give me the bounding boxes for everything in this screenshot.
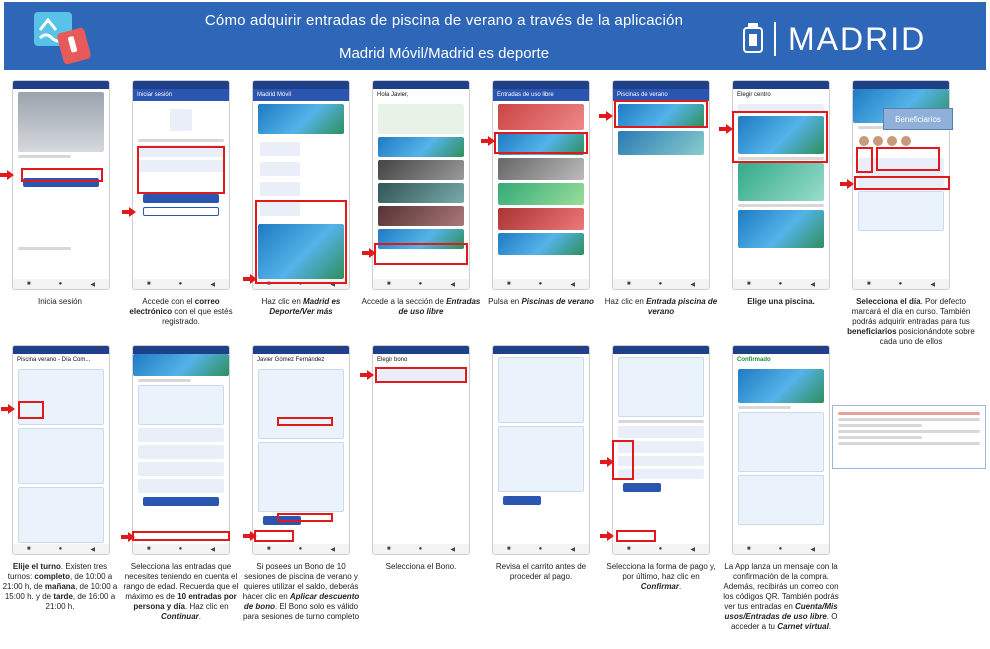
arrow-icon	[121, 532, 135, 542]
arrow-icon	[840, 179, 854, 189]
nav-bar: ■●◀	[13, 279, 109, 289]
aluche-pool-card[interactable]	[738, 116, 824, 154]
screen-carrito: ■●◀	[492, 345, 590, 555]
screen-entradas-uso-libre: Entradas de uso libre ■●◀	[492, 80, 590, 290]
access-button[interactable]	[143, 194, 219, 203]
tarjeta-option[interactable]	[618, 426, 704, 438]
arrow-icon	[600, 457, 614, 467]
screen-home-deporte: Hola Javier, ■●◀	[372, 80, 470, 290]
screen-elegir-centro: Elegir centro ■●◀	[732, 80, 830, 290]
caption-step-8: Selecciona el día. Por defecto marcará e…	[847, 297, 975, 346]
caption-step-14: Selecciona la forma de pago y, por últim…	[606, 562, 716, 591]
entradas-uso-libre-card[interactable]	[378, 229, 464, 249]
confirmar-button[interactable]	[623, 483, 662, 492]
screen-confirmado: Confirmado ■●◀	[732, 345, 830, 555]
arrow-icon	[481, 136, 495, 146]
arrow-icon	[1, 404, 15, 414]
status-bar	[13, 81, 109, 89]
arrow-icon	[0, 170, 14, 180]
arrow-icon	[600, 531, 614, 541]
date-picker[interactable]	[858, 158, 944, 188]
screen-pago: ■●◀	[612, 345, 710, 555]
city-photo	[18, 92, 104, 152]
caption-step-12: Selecciona el Bono.	[385, 562, 457, 571]
email-qr-thumbnail	[832, 405, 986, 469]
caption-step-5: Pulsa en Piscinas de verano	[488, 297, 594, 306]
header-banner: Cómo adquirir entradas de piscina de ver…	[4, 2, 986, 70]
crest	[170, 109, 192, 131]
turno-manana[interactable]	[18, 428, 104, 484]
screen-turnos: Piscina verano - Día Com... ■●◀	[12, 345, 110, 555]
entrada-piscina-verano-card[interactable]	[618, 104, 704, 128]
screen-login: ■●◀	[12, 80, 110, 290]
pool-app-logo-icon	[34, 12, 91, 65]
turno-completo[interactable]	[18, 369, 104, 425]
caption-step-15: La App lanza un mensaje con la confirmac…	[723, 562, 839, 631]
caption-step-4: Accede a la sección de Entradas de uso l…	[361, 297, 481, 316]
email-field[interactable]	[138, 145, 224, 157]
caption-step-7: Elige una piscina.	[747, 297, 815, 306]
ticket-row[interactable]	[138, 479, 224, 493]
screen-sign-in: Iniciar sesión ■●◀	[132, 80, 230, 290]
continuar-button[interactable]	[503, 496, 542, 505]
piscinas-de-verano-card[interactable]	[498, 133, 584, 155]
ticket-row[interactable]	[138, 428, 224, 442]
arrow-icon	[599, 111, 613, 121]
ticket-row[interactable]	[138, 445, 224, 459]
madrid-crest-icon	[743, 23, 763, 53]
screen-madrid-movil: Madrid Móvil ■●◀	[252, 80, 350, 290]
continuar-button[interactable]	[263, 516, 302, 525]
screen-aplicar-bono: Javier Gómez Fernández ■●◀	[252, 345, 350, 555]
brand-separator	[774, 22, 776, 56]
beneficiaries-row[interactable]	[853, 132, 949, 155]
banner-title-line2: Madrid Móvil/Madrid es deporte	[338, 45, 550, 62]
login-button[interactable]	[23, 178, 99, 187]
caption-step-11: Si posees un Bono de 10 sesiones de pisc…	[242, 562, 360, 621]
caption-step-6: Haz clic en Entrada piscina de verano	[604, 297, 718, 316]
avatar[interactable]	[887, 136, 897, 146]
search-input[interactable]	[738, 104, 824, 113]
avatar[interactable]	[901, 136, 911, 146]
caption-step-1: Inicia sesión	[37, 297, 83, 306]
banner-title-line1: Cómo adquirir entradas de piscina de ver…	[204, 12, 684, 29]
ticket-row[interactable]	[138, 462, 224, 476]
screen-elegir-bono: Elegir bono ■●◀	[372, 345, 470, 555]
monedero-option[interactable]	[618, 441, 704, 453]
app-bar: Iniciar sesión	[133, 89, 229, 101]
turno-tarde[interactable]	[18, 487, 104, 543]
arrow-icon	[243, 531, 257, 541]
arrow-icon	[360, 370, 374, 380]
password-field[interactable]	[138, 160, 224, 172]
caption-step-10: Selecciona las entradas que necesites te…	[123, 562, 239, 621]
madrid-brand: MADRID	[742, 20, 927, 57]
avatar[interactable]	[873, 136, 883, 146]
bono-option[interactable]	[378, 369, 464, 383]
arrow-icon	[362, 248, 376, 258]
madrid-es-deporte-card[interactable]	[258, 224, 344, 279]
caption-step-13: Revisa el carrito antes de proceder al p…	[495, 562, 587, 581]
arrow-icon	[243, 274, 257, 284]
arrow-icon	[122, 207, 136, 217]
screen-select-tickets: ■●◀	[132, 345, 230, 555]
create-account-button[interactable]	[143, 207, 219, 216]
avatar[interactable]	[859, 136, 869, 146]
beneficiarios-callout: Beneficiarios	[883, 108, 953, 130]
caption-step-2: Accede con el correo electrónico con el …	[129, 297, 233, 326]
madrid-wordmark: MADRID	[788, 20, 927, 57]
caption-step-3: Haz clic en Madrid es Deporte/Ver más	[261, 297, 341, 316]
screen-piscinas-verano: Piscinas de verano ■●◀	[612, 80, 710, 290]
caption-step-9: Elije el turno. Existen tres turnos: com…	[2, 562, 118, 611]
arrow-icon	[719, 124, 733, 134]
continuar-button[interactable]	[143, 497, 219, 506]
